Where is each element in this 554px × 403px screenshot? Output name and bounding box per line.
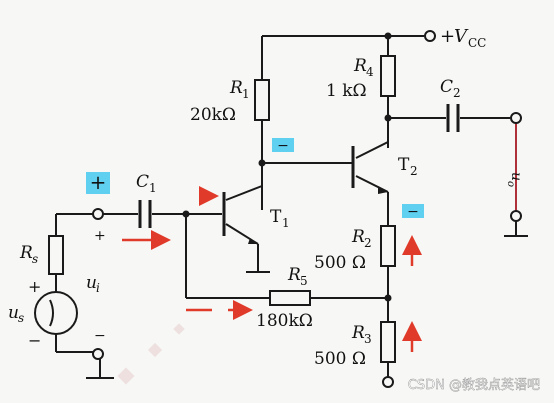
r1-letter: R (229, 78, 243, 98)
input-plus-badge (86, 172, 110, 194)
c1-letter: C (136, 172, 149, 192)
rs-sub: s (32, 252, 38, 266)
vcc-var: V (454, 26, 469, 47)
r4-body (380, 55, 396, 97)
c2-sub: 2 (453, 86, 461, 100)
t2-emitter-arrow (378, 186, 388, 194)
terminals (92, 30, 522, 388)
wires (55, 35, 528, 379)
t1-letter: T (270, 207, 282, 227)
vcc-plus: + (440, 26, 455, 47)
us-sub: s (18, 311, 24, 325)
uo-label: u o (505, 172, 524, 187)
r1-sub: 1 (242, 87, 250, 101)
r2-body (380, 225, 396, 267)
c2-letter: C (440, 77, 453, 97)
t2-emitter-minus-badge (402, 204, 424, 218)
ui-minus: − (94, 328, 106, 344)
r5-body (269, 290, 311, 306)
us-plus: + (28, 277, 41, 296)
input-plus-badge-text: + (90, 170, 107, 194)
current-arrows (122, 186, 422, 352)
r1-value: 20kΩ (190, 105, 236, 125)
r2-letter: R (351, 227, 365, 247)
r5-value: 180kΩ (256, 311, 313, 331)
r4-letter: R (353, 56, 367, 76)
t1-emitter-arrow (248, 238, 258, 244)
r3-letter: R (351, 323, 365, 343)
r3-body (380, 321, 396, 363)
c1-sub: 1 (149, 181, 157, 195)
us-minus: − (28, 331, 41, 350)
uo-sub: o (505, 181, 516, 187)
r2-sub: 2 (364, 236, 372, 250)
r4-sub: 4 (366, 65, 374, 79)
r3-value: 500 Ω (314, 349, 366, 369)
ui-letter: u (86, 273, 97, 293)
rs-body (48, 235, 64, 275)
decorative-stripes (117, 323, 185, 385)
t2-emitter-minus-text: − (407, 204, 419, 220)
r4-value: 1 kΩ (326, 81, 367, 101)
t1-collector-minus-text: − (277, 138, 289, 154)
ui-sub: i (96, 281, 100, 295)
vcc-sub: CC (468, 36, 486, 50)
us-letter: u (8, 303, 19, 323)
capacitors (138, 104, 460, 228)
ui-plus: + (94, 228, 106, 244)
r1-body (254, 79, 270, 121)
t2-letter: T (398, 155, 410, 175)
resistor-bodies (48, 55, 396, 363)
r2-value: 500 Ω (314, 253, 366, 273)
t1-collector-minus-badge (272, 138, 294, 152)
t1-sub: 1 (282, 216, 290, 230)
junctions (182, 32, 392, 302)
r5-letter: R (287, 265, 301, 285)
voltage-source (34, 291, 78, 335)
watermark: CSDN @教我点英语吧 (408, 377, 540, 393)
uo-letter: u (508, 172, 524, 181)
t2-sub: 2 (410, 164, 418, 178)
r3-sub: 3 (364, 332, 372, 346)
r5-sub: 5 (300, 274, 308, 288)
rs-letter: R (19, 243, 33, 263)
